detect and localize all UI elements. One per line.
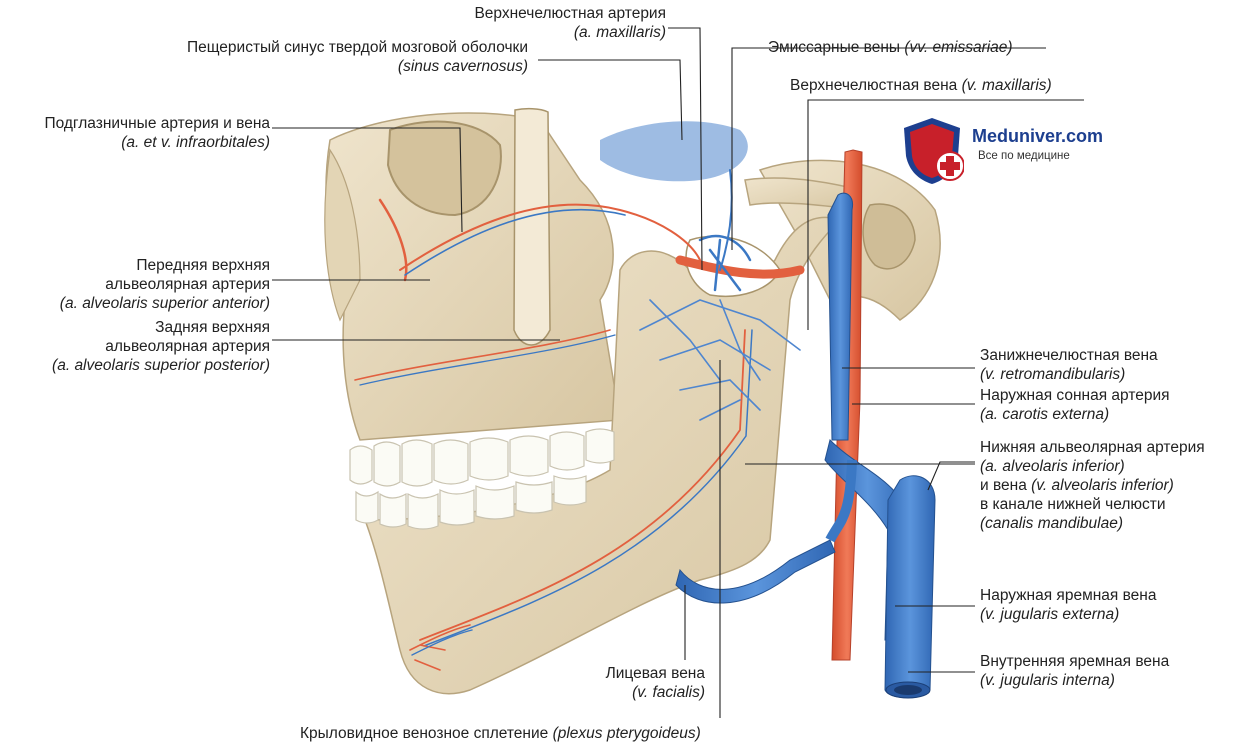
label-maxillary-artery: Верхнечелюстная артерия (a. maxillaris) bbox=[474, 5, 666, 41]
teeth bbox=[349, 428, 615, 530]
label-external-jugular: Наружная яремная вена (v. jugularis exte… bbox=[980, 587, 1157, 623]
label-anterior-superior-alveolar: Передняя верхняя альвеолярная артерия (a… bbox=[59, 257, 270, 312]
leader-lines bbox=[272, 27, 1084, 718]
label-maxillary-vein: Верхнечелюстная вена (v. maxillaris) bbox=[790, 77, 1052, 94]
logo-brand: Meduniver.com bbox=[972, 126, 1104, 146]
label-pterygoid-plexus: Крыловидное венозное сплетение (plexus p… bbox=[300, 725, 701, 742]
cavernous-sinus bbox=[600, 121, 748, 182]
label-internal-jugular: Внутренняя яремная вена (v. jugularis in… bbox=[980, 653, 1170, 689]
label-retromandibular-vein: Занижнечелюстная вена (v. retromandibula… bbox=[980, 347, 1158, 383]
label-external-carotid: Наружная сонная артерия (a. carotis exte… bbox=[980, 387, 1170, 423]
label-inferior-alveolar: Нижняя альвеолярная артерия (a. alveolar… bbox=[980, 439, 1205, 532]
major-vessels bbox=[675, 149, 936, 699]
skull-bone bbox=[324, 107, 941, 695]
shield-icon bbox=[904, 118, 964, 184]
label-posterior-superior-alveolar: Задняя верхняя альвеолярная артерия (a. … bbox=[52, 319, 270, 374]
label-cavernous-sinus: Пещеристый синус твердой мозговой оболоч… bbox=[186, 39, 528, 75]
logo-tagline: Все по медицине bbox=[978, 150, 1070, 162]
meduniver-logo[interactable]: Meduniver.com Все по медицине bbox=[900, 116, 1110, 186]
label-facial-vein: Лицевая вена (v. facialis) bbox=[605, 665, 705, 701]
small-vessels bbox=[354, 169, 801, 671]
label-infraorbital: Подглазничные артерия и вена (a. et v. i… bbox=[44, 115, 270, 151]
label-emissary-veins: Эмиссарные вены (vv. emissariae) bbox=[768, 39, 1013, 56]
